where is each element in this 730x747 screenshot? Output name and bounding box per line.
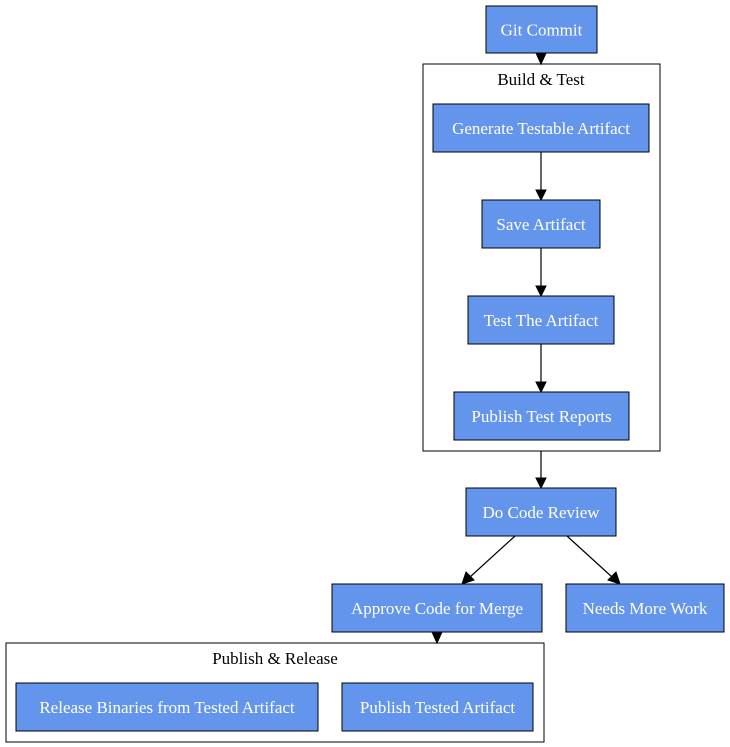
node-git-commit-label: Git Commit — [501, 21, 583, 40]
node-approve-merge-label: Approve Code for Merge — [351, 599, 523, 618]
node-test-artifact-label: Test The Artifact — [484, 311, 599, 330]
arrowhead-icon — [535, 285, 547, 298]
node-needs-work: Needs More Work — [565, 583, 725, 633]
arrowhead-icon — [607, 571, 621, 585]
node-code-review-label: Do Code Review — [482, 503, 600, 522]
node-release-binaries: Release Binaries from Tested Artifact — [15, 682, 319, 732]
node-needs-work-label: Needs More Work — [583, 599, 708, 618]
node-approve-merge: Approve Code for Merge — [331, 583, 543, 633]
arrowhead-icon — [535, 189, 547, 202]
cluster-build-test-label: Build & Test — [497, 70, 585, 89]
node-publish-reports-label: Publish Test Reports — [471, 407, 611, 426]
node-release-binaries-label: Release Binaries from Tested Artifact — [39, 698, 295, 717]
cluster-publish-release-border — [5, 642, 545, 743]
arrowhead-icon — [535, 477, 547, 490]
edge-approve-to-publish-release — [431, 631, 443, 645]
edge-save-to-test — [535, 248, 547, 298]
arrowhead-icon — [461, 571, 475, 585]
edge-generate-to-save — [535, 152, 547, 202]
cluster-publish-release-label: Publish & Release — [212, 649, 338, 668]
node-code-review: Do Code Review — [465, 487, 617, 537]
node-git-commit: Git Commit — [485, 5, 598, 54]
node-publish-tested-label: Publish Tested Artifact — [360, 698, 516, 717]
edge-build-test-to-code-review — [535, 451, 547, 490]
node-generate-artifact: Generate Testable Artifact — [432, 103, 650, 153]
arrowhead-icon — [535, 381, 547, 394]
node-generate-artifact-label: Generate Testable Artifact — [452, 119, 630, 138]
edge-git-commit-to-build-test — [535, 52, 547, 66]
arrowhead-icon — [431, 631, 443, 645]
node-publish-reports: Publish Test Reports — [453, 391, 630, 441]
edge-test-to-publish-reports — [535, 344, 547, 394]
node-test-artifact: Test The Artifact — [467, 295, 615, 345]
node-save-artifact-label: Save Artifact — [496, 215, 585, 234]
arrowhead-icon — [535, 52, 547, 66]
node-publish-tested: Publish Tested Artifact — [341, 682, 534, 732]
cluster-publish-release: Publish & Release — [5, 642, 545, 743]
edge-code-review-to-needs-work — [566, 535, 621, 585]
edge-code-review-to-approve — [461, 535, 516, 585]
node-save-artifact: Save Artifact — [481, 199, 601, 249]
